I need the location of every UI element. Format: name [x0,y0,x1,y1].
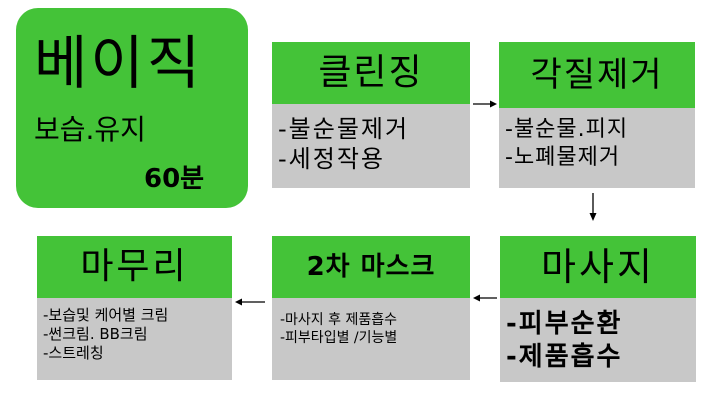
step-detail-item: -노폐물제거 [505,144,621,170]
step-title: 2차 마스크 [272,236,470,298]
step-finishing: 마무리 -보습및 케어별 크림 -썬크림. BB크림 -스트레칭 [37,236,232,380]
step-details: -불순물.피지 -노폐물제거 [499,108,695,188]
step-details: -피부순환 -제품흡수 [500,298,696,382]
course-card: 베이직 보습.유지 60분 [16,8,248,208]
step-title: 각질제거 [499,42,695,108]
step-detail-item: -썬크림. BB크림 [43,324,148,343]
step-detail-item: -마사지 후 제품흡수 [280,312,397,328]
step-details: -불순물제거 -세정작용 [272,104,470,188]
step-cleansing: 클린징 -불순물제거 -세정작용 [272,42,470,188]
step-title: 마무리 [37,236,232,298]
step-detail-item: -피부타입별 /기능별 [280,329,398,346]
course-subtitle: 보습.유지 [34,113,146,146]
step-detail-item: -불순물.피지 [505,117,629,142]
step-second-mask: 2차 마스크 -마사지 후 제품흡수 -피부타입별 /기능별 [272,236,470,380]
step-detail-item: -세정작용 [278,145,385,173]
course-title: 베이직 [34,29,204,97]
step-title: 마사지 [500,236,696,298]
step-detail-item: -보습및 케어별 크림 [43,306,169,324]
step-detail-item: -제품흡수 [506,341,623,372]
step-detail-item: -피부순환 [506,309,623,339]
step-details: -보습및 케어별 크림 -썬크림. BB크림 -스트레칭 [37,298,232,380]
arrow-left-icon [235,298,265,306]
arrow-left-icon [473,294,497,302]
course-duration: 60분 [144,164,205,194]
step-detail-item: -불순물제거 [278,115,410,143]
arrow-right-icon [473,100,497,108]
step-exfoliation: 각질제거 -불순물.피지 -노폐물제거 [499,42,695,188]
step-detail-item: -스트레칭 [43,343,104,362]
step-details: -마사지 후 제품흡수 -피부타입별 /기능별 [272,298,470,380]
step-massage: 마사지 -피부순환 -제품흡수 [500,236,696,382]
step-title: 클린징 [272,42,470,104]
arrow-down-icon [589,193,597,221]
